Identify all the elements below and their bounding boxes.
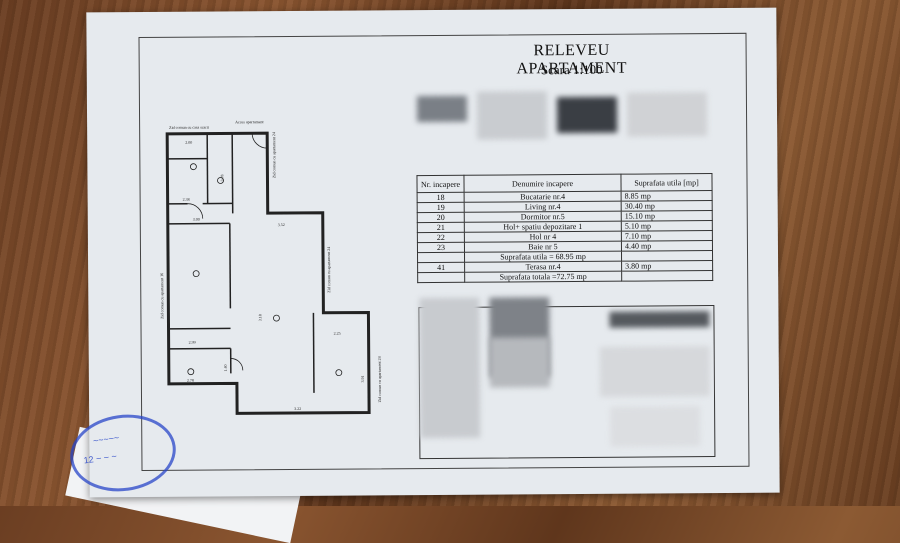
cell-area: 30.40 mp bbox=[621, 201, 712, 212]
dim-label: 3.78 bbox=[219, 174, 224, 181]
cell-nr: 23 bbox=[417, 242, 464, 252]
table-total-row: Suprafata totala =72.75 mp bbox=[418, 271, 713, 283]
total-text: Suprafata totala =72.75 mp bbox=[465, 271, 622, 282]
dim-label: 3.00 bbox=[193, 217, 200, 222]
room-marker bbox=[188, 369, 194, 375]
redacted-block bbox=[600, 346, 710, 397]
cell-area: 3.80 mp bbox=[622, 261, 713, 272]
scale-label: Scara 1:100 bbox=[477, 61, 667, 78]
cell-area: 8.85 mp bbox=[621, 191, 712, 202]
redacted-block bbox=[609, 311, 709, 328]
cell-area: 15.10 mp bbox=[621, 211, 712, 222]
cell-nr: 19 bbox=[417, 202, 464, 212]
dim-label: 1.40 bbox=[223, 364, 228, 371]
room-marker bbox=[336, 370, 342, 376]
header-area: Suprafata utila [mp] bbox=[621, 174, 712, 192]
cell-empty bbox=[418, 272, 465, 282]
document-sheet: RELEVEU APARTAMENT Scara 1:100 Nr. incap… bbox=[86, 8, 779, 498]
redacted-owner-block bbox=[417, 86, 717, 146]
dim-label: 3.91 bbox=[360, 375, 365, 382]
dim-label: 2.99 bbox=[189, 340, 196, 345]
cell-area: 4.40 mp bbox=[621, 241, 712, 252]
plan-label-right-2: Zid comun cu apartament 24 bbox=[326, 247, 331, 293]
cell-empty bbox=[622, 271, 713, 282]
dim-label: 2.38 bbox=[183, 197, 190, 202]
redacted-block bbox=[419, 298, 480, 438]
room-marker bbox=[190, 164, 196, 170]
floor-plan: Zid comun cu casa scarii Acces apartamen… bbox=[157, 102, 394, 434]
cell-empty bbox=[418, 252, 465, 262]
room-marker bbox=[193, 271, 199, 277]
room-table: Nr. incapere Denumire incapere Suprafata… bbox=[416, 173, 713, 283]
dim-label: 3.22 bbox=[294, 406, 301, 411]
plan-label-left: Zid comun cu apartament 16 bbox=[159, 273, 164, 319]
header-name: Denumire incapere bbox=[464, 174, 621, 192]
redacted-signature-box bbox=[418, 305, 715, 459]
cell-nr: 18 bbox=[417, 192, 464, 202]
inner-wall bbox=[313, 313, 314, 393]
room-marker bbox=[273, 315, 279, 321]
cell-nr: 20 bbox=[417, 212, 464, 222]
dim-label: 2.25 bbox=[334, 331, 341, 336]
cell-area: 7.10 mp bbox=[621, 231, 712, 242]
cell-nr: 22 bbox=[417, 232, 464, 242]
cell-nr: 21 bbox=[417, 222, 464, 232]
redacted-block bbox=[610, 406, 700, 447]
door-arc bbox=[252, 133, 267, 148]
redacted-block bbox=[490, 337, 550, 387]
plan-label-top-left: Zid comun cu casa scarii bbox=[169, 125, 210, 130]
plan-label-right-1: Zid comun cu apartament 24 bbox=[271, 132, 276, 178]
cell-empty bbox=[621, 251, 712, 262]
cell-area: 5.10 mp bbox=[621, 221, 712, 232]
cell-nr: 41 bbox=[418, 262, 465, 272]
dim-label: 2.78 bbox=[187, 378, 194, 383]
dim-label: 3.18 bbox=[257, 314, 262, 321]
door-arc bbox=[231, 358, 243, 370]
table-header-row: Nr. incapere Denumire incapere Suprafata… bbox=[417, 174, 712, 193]
header-nr: Nr. incapere bbox=[417, 175, 464, 192]
plan-label-right-3: Zid comun cu apartament 24 bbox=[377, 356, 382, 402]
plan-label-access: Acces apartament bbox=[235, 119, 264, 124]
outer-wall bbox=[167, 132, 369, 413]
inner-wall bbox=[232, 133, 233, 213]
inner-wall bbox=[230, 223, 231, 308]
dim-label: 2.00 bbox=[185, 140, 192, 145]
dim-label: 3.52 bbox=[278, 222, 285, 227]
